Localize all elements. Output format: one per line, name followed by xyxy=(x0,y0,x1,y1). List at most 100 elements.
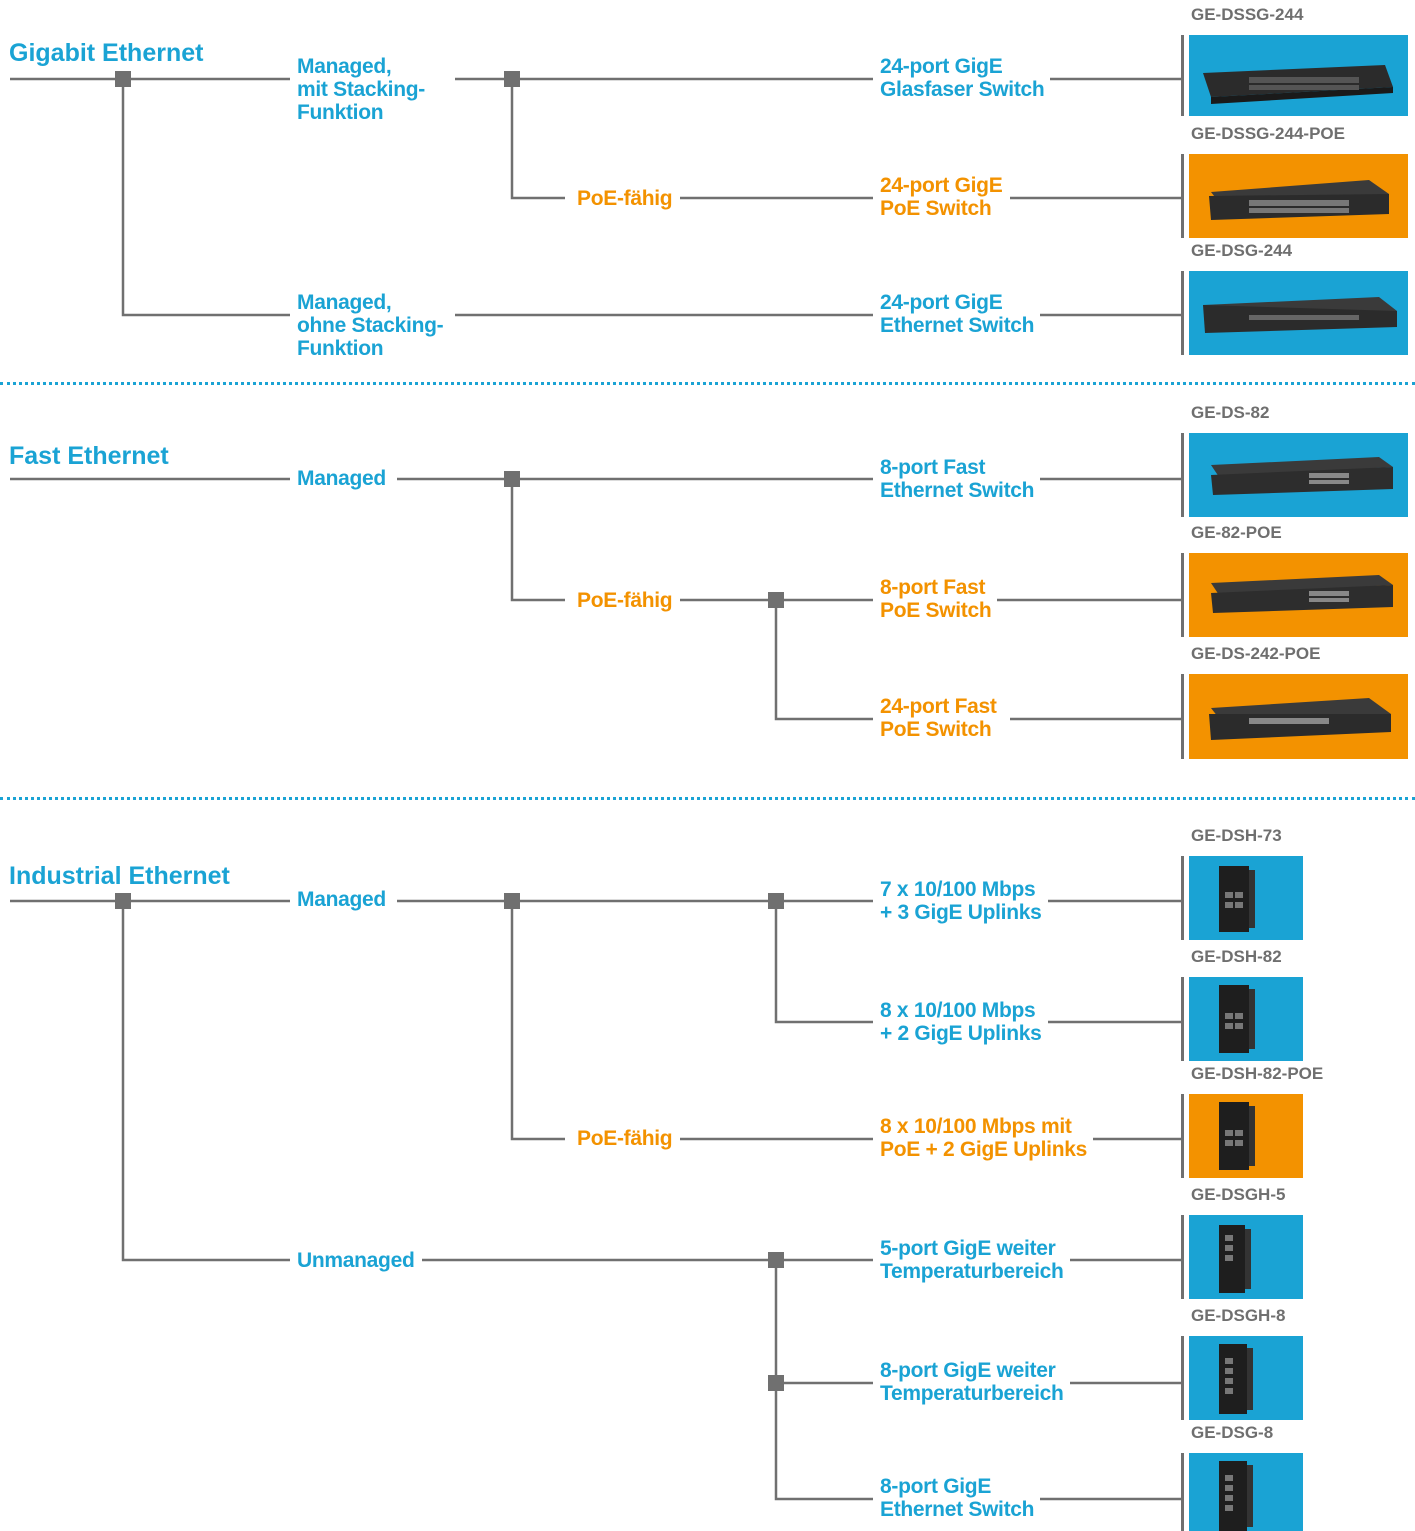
product-name: GE-DSGH-8 xyxy=(1191,1306,1286,1325)
node-managed-no-stacking: Managed, ohne Stacking- Funktion xyxy=(297,291,450,360)
product-divider xyxy=(1181,856,1185,940)
node-line: 8-port Fast xyxy=(880,576,986,599)
leaf-8-port-gige-ethernet: 8-port GigE Ethernet Switch xyxy=(880,1475,1041,1521)
leaf-8x-10-100: 8 x 10/100 Mbps + 2 GigE Uplinks xyxy=(880,999,1048,1045)
junction-marker xyxy=(768,592,784,608)
product-divider xyxy=(1181,1215,1185,1299)
leaf-8-port-fast-ethernet: 8-port Fast Ethernet Switch xyxy=(880,456,1041,502)
node-line: Glasfaser Switch xyxy=(880,78,1045,101)
node-line: Unmanaged xyxy=(297,1249,415,1272)
node-line: 7 x 10/100 Mbps xyxy=(880,878,1036,901)
node-line: 24-port GigE xyxy=(880,291,1003,314)
leaf-24-port-ethernet: 24-port GigE Ethernet Switch xyxy=(880,291,1041,337)
product-name: GE-DSH-82 xyxy=(1191,947,1282,966)
leaf-24-port-fast-poe: 24-port Fast PoE Switch xyxy=(880,695,1003,741)
node-line: Funktion xyxy=(297,337,384,360)
node-managed: Managed xyxy=(297,467,392,490)
section-title-gigabit: Gigabit Ethernet xyxy=(9,39,204,67)
junction-marker xyxy=(504,471,520,487)
din-rail-switch-icon xyxy=(1189,1336,1303,1420)
node-line: Managed, xyxy=(297,291,392,314)
leaf-5-port-gige-temp: 5-port GigE weiter Temperaturbereich xyxy=(880,1237,1070,1283)
node-line: ohne Stacking- xyxy=(297,314,444,337)
junction-marker xyxy=(504,71,520,87)
leaf-8-port-gige-temp: 8-port GigE weiter Temperaturbereich xyxy=(880,1359,1070,1405)
junction-marker xyxy=(115,893,131,909)
leaf-24-port-glasfaser: 24-port GigE Glasfaser Switch xyxy=(880,55,1051,101)
section-divider xyxy=(0,382,1415,385)
product-divider xyxy=(1181,977,1185,1061)
product-divider xyxy=(1181,35,1185,116)
product-name: GE-82-POE xyxy=(1191,523,1282,542)
node-managed: Managed xyxy=(297,888,392,911)
node-poe: PoE-fähig xyxy=(577,1127,679,1150)
node-line: 24-port GigE xyxy=(880,55,1003,78)
node-line: Managed xyxy=(297,467,386,490)
junction-marker xyxy=(115,71,131,87)
node-line: Temperaturbereich xyxy=(880,1260,1064,1283)
node-line: 24-port GigE xyxy=(880,174,1003,197)
node-line: PoE-fähig xyxy=(577,589,673,612)
node-line: Ethernet Switch xyxy=(880,479,1035,502)
product-name: GE-DSG-8 xyxy=(1191,1423,1274,1442)
product-divider xyxy=(1181,674,1185,759)
node-line: Funktion xyxy=(297,101,384,124)
din-rail-switch-icon xyxy=(1189,977,1303,1061)
node-line: PoE-fähig xyxy=(577,1127,673,1150)
node-line: 8 x 10/100 Mbps mit xyxy=(880,1115,1072,1138)
node-unmanaged: Unmanaged xyxy=(297,1249,421,1272)
leaf-8-port-fast-poe: 8-port Fast PoE Switch xyxy=(880,576,998,622)
junction-marker xyxy=(768,893,784,909)
node-line: + 2 GigE Uplinks xyxy=(880,1022,1042,1045)
node-line: PoE Switch xyxy=(880,718,992,741)
product-divider xyxy=(1181,1094,1185,1178)
product-name: GE-DSSG-244-POE xyxy=(1191,124,1345,143)
node-poe: PoE-fähig xyxy=(577,187,679,210)
node-line: 8-port GigE xyxy=(880,1475,992,1498)
product-name: GE-DS-242-POE xyxy=(1191,644,1321,663)
product-name: GE-DSG-244 xyxy=(1191,241,1293,260)
junction-marker xyxy=(768,1375,784,1391)
node-line: 5-port GigE weiter xyxy=(880,1237,1056,1260)
rack-switch-icon xyxy=(1189,553,1408,637)
node-line: PoE Switch xyxy=(880,599,992,622)
junction-marker xyxy=(504,893,520,909)
rack-switch-icon xyxy=(1189,35,1408,116)
din-rail-switch-icon xyxy=(1189,856,1303,940)
product-name: GE-DSSG-244 xyxy=(1191,5,1304,24)
node-line: Ethernet Switch xyxy=(880,1498,1035,1521)
product-name: GE-DSGH-5 xyxy=(1191,1185,1286,1204)
node-line: Managed, xyxy=(297,55,392,78)
rack-switch-icon xyxy=(1189,433,1408,517)
din-rail-switch-icon xyxy=(1189,1215,1303,1299)
node-line: + 3 GigE Uplinks xyxy=(880,901,1042,924)
node-line: 8-port Fast xyxy=(880,456,986,479)
node-line: 8-port GigE weiter xyxy=(880,1359,1056,1382)
product-divider xyxy=(1181,433,1185,517)
product-divider xyxy=(1181,553,1185,637)
rack-switch-icon xyxy=(1189,674,1408,759)
rack-switch-icon xyxy=(1189,154,1408,238)
din-rail-switch-icon xyxy=(1189,1094,1303,1178)
node-line: Ethernet Switch xyxy=(880,314,1035,337)
product-name: GE-DSH-82-POE xyxy=(1191,1064,1324,1083)
product-divider xyxy=(1181,1453,1185,1531)
product-name: GE-DS-82 xyxy=(1191,403,1270,422)
leaf-7x-10-100: 7 x 10/100 Mbps + 3 GigE Uplinks xyxy=(880,878,1048,924)
leaf-24-port-poe: 24-port GigE PoE Switch xyxy=(880,174,1009,220)
node-line: PoE-fähig xyxy=(577,187,673,210)
section-title-fast: Fast Ethernet xyxy=(9,442,169,470)
node-line: 8 x 10/100 Mbps xyxy=(880,999,1036,1022)
node-line: 24-port Fast xyxy=(880,695,997,718)
node-line: PoE + 2 GigE Uplinks xyxy=(880,1138,1087,1161)
section-title-industrial: Industrial Ethernet xyxy=(9,862,230,890)
product-divider xyxy=(1181,271,1185,355)
section-divider xyxy=(0,797,1415,800)
junction-marker xyxy=(768,1252,784,1268)
rack-switch-icon xyxy=(1189,271,1408,355)
product-name: GE-DSH-73 xyxy=(1191,826,1282,845)
product-divider xyxy=(1181,154,1185,238)
node-line: Temperaturbereich xyxy=(880,1382,1064,1405)
node-line: mit Stacking- xyxy=(297,78,425,101)
